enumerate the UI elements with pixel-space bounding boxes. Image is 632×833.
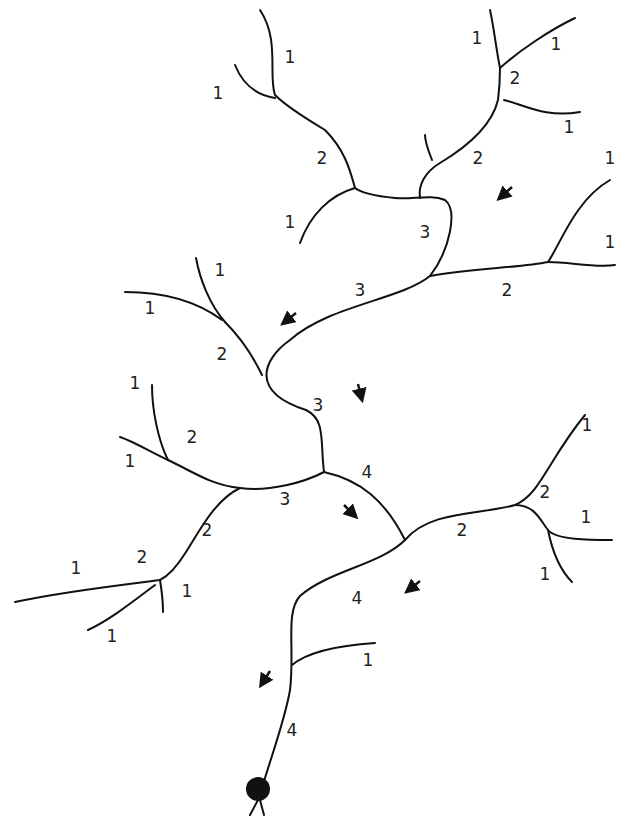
stream-order-number: 1 [182, 583, 193, 600]
stream-order-number: 1 [605, 234, 616, 251]
stream-order-number: 1 [582, 417, 593, 434]
stream-order-number: 2 [457, 522, 468, 539]
stream-order-number: 2 [317, 150, 328, 167]
stream-order-number: 4 [287, 722, 298, 739]
stream-order-number: 1 [564, 119, 575, 136]
stream-order-number: 1 [215, 262, 226, 279]
stream-order-number: 2 [202, 522, 213, 539]
stream-order-number: 1 [551, 36, 562, 53]
stream-order-number: 1 [581, 509, 592, 526]
stream-order-number: 1 [130, 375, 141, 392]
stream-order-number: 1 [605, 150, 616, 167]
stream-order-number: 2 [540, 484, 551, 501]
stream-order-number: 3 [420, 224, 431, 241]
stream-order-number: 3 [313, 397, 324, 414]
stream-order-number: 1 [71, 560, 82, 577]
stream-order-number: 4 [362, 464, 373, 481]
stream-order-number: 3 [355, 282, 366, 299]
stream-order-number: 4 [352, 590, 363, 607]
stream-order-number: 2 [510, 70, 521, 87]
stream-order-number: 1 [472, 30, 483, 47]
stream-order-number: 1 [285, 214, 296, 231]
stream-order-number: 2 [137, 549, 148, 566]
stream-order-number: 1 [540, 566, 551, 583]
stream-order-number: 2 [502, 282, 513, 299]
stream-order-number: 1 [125, 453, 136, 470]
stream-order-number: 2 [187, 429, 198, 446]
stream-order-number: 2 [217, 346, 228, 363]
stream-order-number: 1 [107, 628, 118, 645]
stream-order-number: 3 [280, 491, 291, 508]
stream-order-number: 1 [213, 85, 224, 102]
stream-order-number: 1 [285, 49, 296, 66]
stream-order-number: 1 [363, 652, 374, 669]
stream-order-number: 2 [473, 150, 484, 167]
stream-order-number: 1 [145, 300, 156, 317]
